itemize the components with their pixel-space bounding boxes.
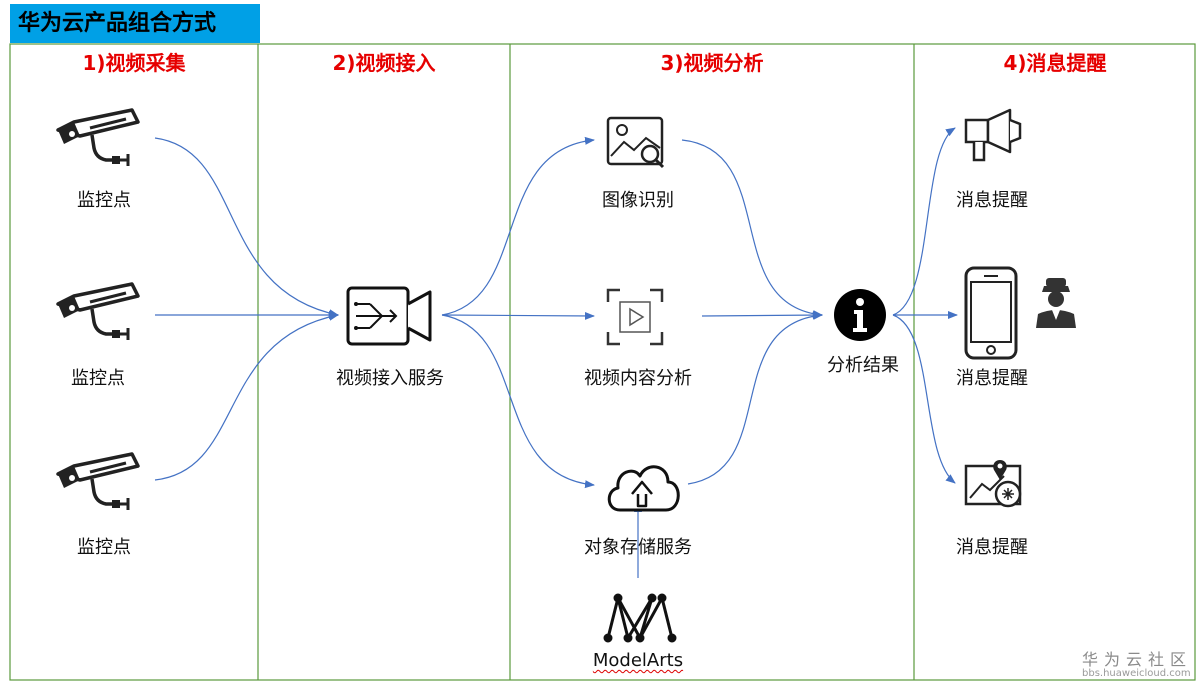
step-1-title: 1)视频采集 — [82, 51, 186, 75]
info-icon — [834, 289, 886, 341]
message-label: 消息提醒 — [956, 190, 1028, 211]
arrow-storage-result — [687, 311, 823, 485]
analysis-result-label: 分析结果 — [827, 355, 899, 376]
panel-frames — [9, 43, 1196, 681]
step-4-title: 4)消息提醒 — [1003, 51, 1107, 75]
arrow-access-image — [441, 136, 595, 316]
arrow-result-map — [892, 314, 956, 484]
modelarts-label: ModelArts — [592, 650, 684, 671]
megaphone-icon — [964, 108, 1022, 162]
arrow-result-megaphone — [892, 127, 956, 316]
message-label: 消息提醒 — [956, 537, 1028, 558]
object-storage-label: 对象存储服务 — [584, 537, 692, 558]
map-alert-icon — [964, 460, 1022, 508]
arrow-image-result — [681, 139, 823, 319]
arrow-access-video — [441, 311, 595, 320]
modelarts-icon — [603, 593, 677, 643]
video-access-icon — [346, 286, 432, 346]
phone-icon — [964, 266, 1018, 360]
flow-arrows — [154, 127, 958, 578]
camera-icon — [56, 282, 140, 342]
camera-icon — [56, 452, 140, 512]
arrow-camera3-access — [154, 312, 339, 481]
message-label: 消息提醒 — [956, 368, 1028, 389]
police-icon — [1036, 278, 1076, 328]
camera-label: 监控点 — [71, 368, 125, 389]
arrow-camera1-access — [154, 137, 339, 318]
camera-label: 监控点 — [77, 190, 131, 211]
arrow-video-result — [701, 311, 823, 320]
page-title: 华为云产品组合方式 — [10, 4, 260, 43]
watermark-title: 华为云社区 — [1082, 650, 1193, 669]
arrow-access-storage — [441, 314, 595, 489]
image-search-icon — [606, 116, 665, 169]
image-recognition-label: 图像识别 — [602, 190, 674, 211]
video-play-icon — [606, 288, 664, 346]
watermark-url: bbs.huaweicloud.com — [1082, 668, 1191, 679]
access-service-label: 视频接入服务 — [336, 368, 444, 389]
step-2-title: 2)视频接入 — [332, 51, 436, 75]
cloud-upload-icon — [607, 465, 680, 512]
video-analysis-label: 视频内容分析 — [584, 368, 692, 389]
camera-label: 监控点 — [77, 537, 131, 558]
camera-icon — [56, 108, 140, 168]
step-3-title: 3)视频分析 — [660, 51, 764, 75]
